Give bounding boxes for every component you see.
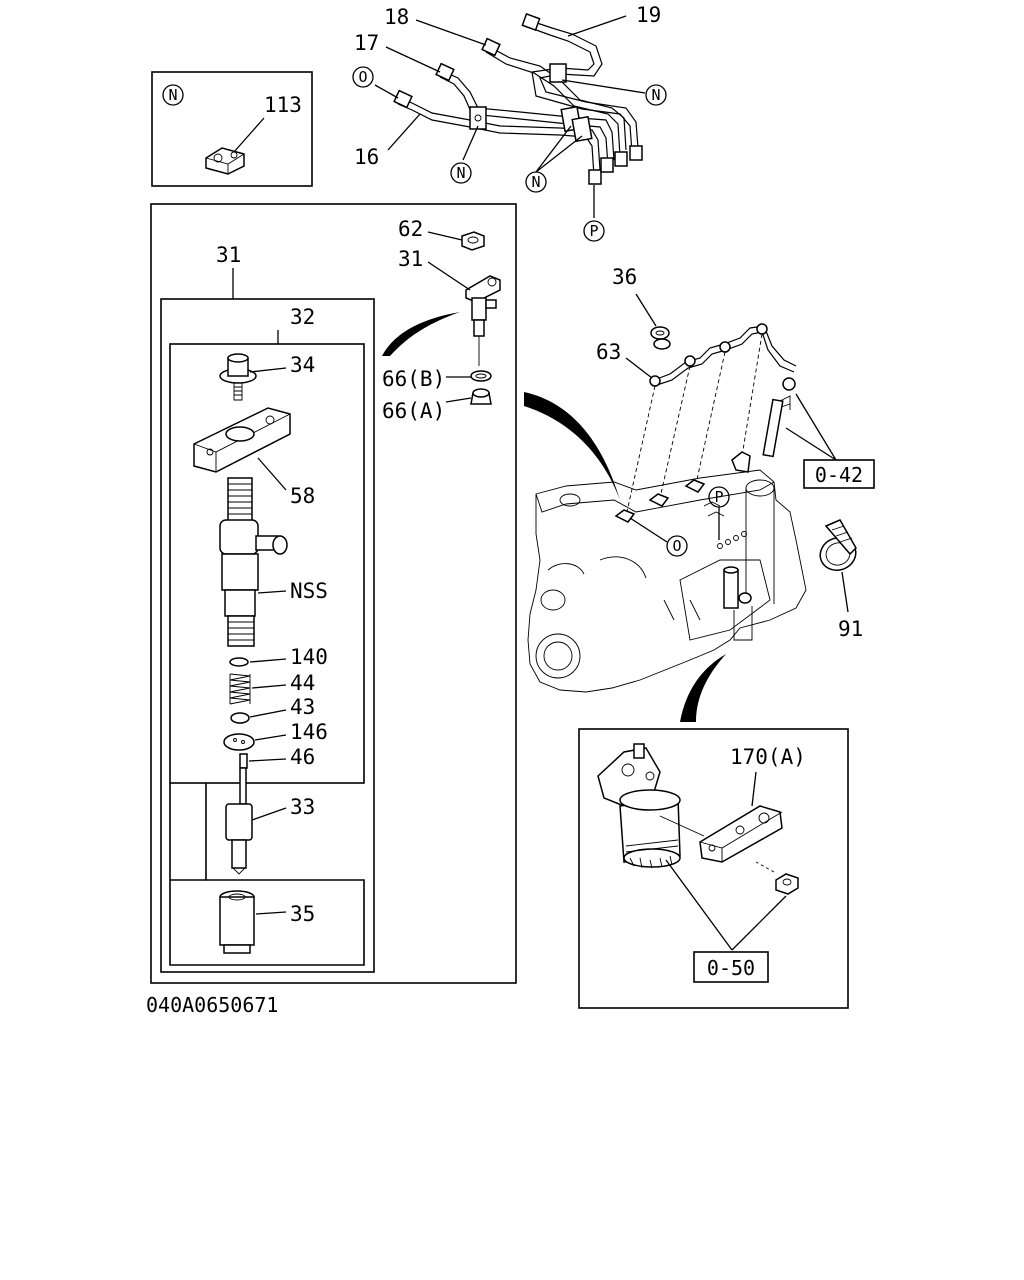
clamp-plate-58 <box>193 407 291 473</box>
callout-17: 17 <box>354 31 379 55</box>
callout-35: 35 <box>290 902 315 926</box>
callout-16: 16 <box>354 145 379 169</box>
callout-140: 140 <box>290 645 328 669</box>
hose-clip-91 <box>819 519 857 571</box>
svg-text:P: P <box>589 222 598 240</box>
filter-box: 170(A) 0-50 <box>578 728 849 1009</box>
marker-n-bottom-left: N <box>450 162 472 184</box>
sleeve-35 <box>219 890 255 954</box>
nozzle-33 <box>225 767 253 875</box>
marker-o-top: O <box>352 66 374 88</box>
svg-text:N: N <box>456 164 465 182</box>
marker-o-engine: O <box>666 535 688 557</box>
callout-43: 43 <box>290 695 315 719</box>
clip-box: N 113 <box>151 71 313 187</box>
callout-146: 146 <box>290 720 328 744</box>
svg-text:O: O <box>358 68 367 86</box>
callout-91: 91 <box>838 617 863 641</box>
nut <box>755 861 799 895</box>
marker-n-clip: N <box>162 84 184 106</box>
callout-31-outer: 31 <box>216 243 241 267</box>
svg-text:P: P <box>714 488 723 506</box>
callout-nss: NSS <box>290 579 328 603</box>
svg-text:N: N <box>168 86 177 104</box>
pin-46 <box>239 753 248 769</box>
callout-46: 46 <box>290 745 315 769</box>
callout-36: 36 <box>612 265 637 289</box>
callout-18: 18 <box>384 5 409 29</box>
curved-arrow-filter <box>680 654 726 722</box>
fuel-injection-pipes: 18 19 17 16 O N N N P <box>352 3 667 242</box>
injector-box: 31 32 34 58 <box>150 203 517 984</box>
callout-33: 33 <box>290 795 315 819</box>
callout-58: 58 <box>290 484 315 508</box>
callout-31-small: 31 <box>398 247 423 271</box>
callout-63: 63 <box>596 340 621 364</box>
callout-34: 34 <box>290 353 315 377</box>
callout-170a: 170(A) <box>730 745 806 769</box>
figure-code: 040A0650671 <box>146 993 278 1017</box>
marker-p-engine: P <box>708 486 730 508</box>
marker-p-top: P <box>583 220 605 242</box>
spring-44 <box>229 673 251 705</box>
callout-66a: 66(A) <box>382 399 445 423</box>
callout-62: 62 <box>398 217 423 241</box>
bolt-34 <box>219 353 257 401</box>
ref-box-0-42: 0-42 <box>803 459 875 489</box>
svg-text:O: O <box>672 537 681 555</box>
injector-assembly-small <box>461 231 501 405</box>
callout-19: 19 <box>636 3 661 27</box>
distance-piece-146 <box>223 733 255 751</box>
curved-arrow-engine <box>524 392 620 500</box>
shim-43 <box>230 712 250 724</box>
ref-box-0-50: 0-50 <box>693 951 769 983</box>
svg-text:N: N <box>651 86 660 104</box>
washer-140 <box>229 657 249 667</box>
svg-text:0-50: 0-50 <box>707 956 755 980</box>
callout-66b: 66(B) <box>382 367 445 391</box>
svg-text:0-42: 0-42 <box>815 463 863 487</box>
marker-n-right: N <box>645 84 667 106</box>
fuel-filter <box>597 743 681 869</box>
svg-text:N: N <box>531 173 540 191</box>
marker-n-bottom-mid: N <box>525 171 547 193</box>
engine-assembly: 36 63 0-42 O P 91 <box>524 265 875 722</box>
banjo-36 <box>650 326 671 350</box>
curved-arrow-injector <box>382 312 460 356</box>
injector-body-nss <box>219 477 288 647</box>
callout-44: 44 <box>290 671 315 695</box>
callout-113: 113 <box>264 93 302 117</box>
callout-32: 32 <box>290 305 315 329</box>
bracket-170a <box>659 805 783 863</box>
